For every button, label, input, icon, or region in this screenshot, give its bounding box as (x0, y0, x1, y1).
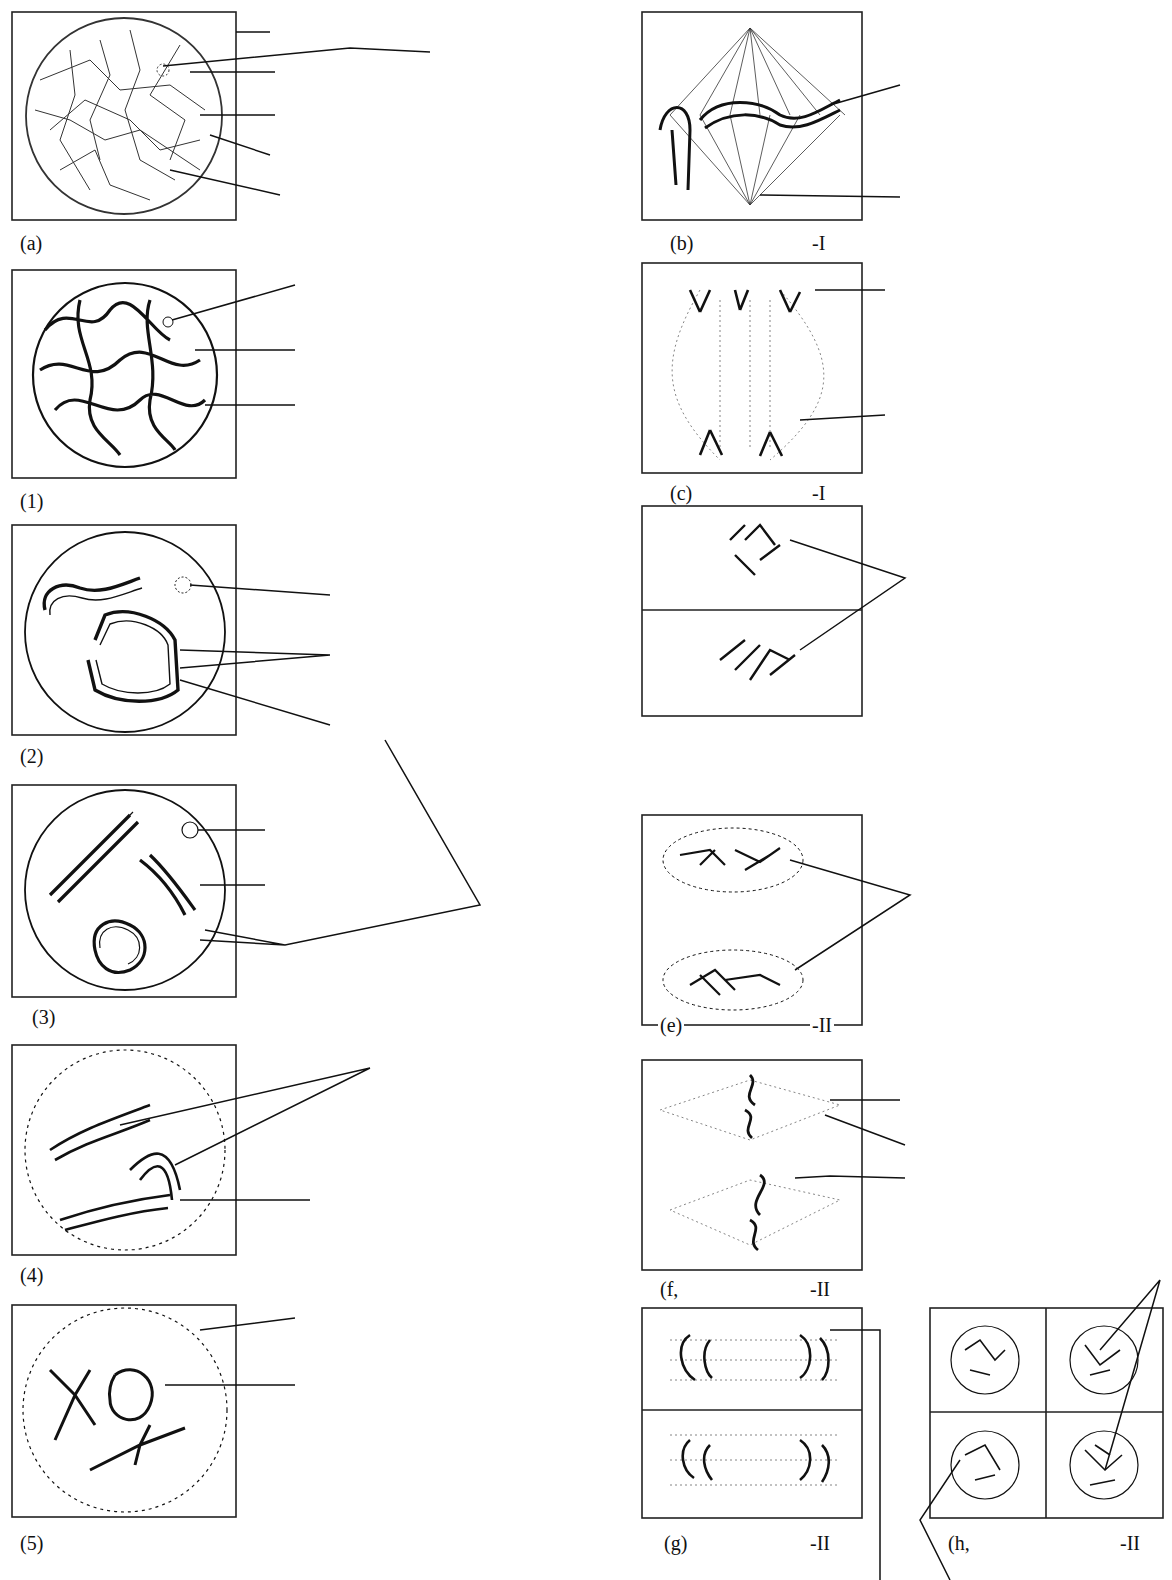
cell-division-line (642, 609, 862, 611)
metaphase-ii-spindles (660, 1075, 840, 1250)
panel-frame (12, 270, 236, 478)
cell-division-line (642, 1409, 862, 1411)
panel-frame (12, 785, 236, 997)
leader-lines (120, 32, 1160, 1580)
pairing-chromosomes (25, 532, 225, 732)
panel-frame (642, 12, 862, 220)
stage-caption: -II (810, 1014, 834, 1036)
chromosome-threads (33, 283, 217, 467)
stage-caption: -II (808, 1532, 832, 1554)
stage-caption: (4) (18, 1264, 45, 1286)
bivalent-chromosomes (25, 790, 225, 990)
stage-caption: (5) (18, 1532, 45, 1554)
panel-frame (642, 506, 862, 716)
diplotene-chromosomes (25, 1050, 225, 1250)
panel-frame (930, 1308, 1163, 1518)
stage-caption: (3) (30, 1006, 57, 1028)
stage-caption: (c) (668, 482, 694, 504)
stage-caption: -II (808, 1278, 832, 1300)
panel-frame (642, 1308, 862, 1518)
stage-caption: (a) (18, 232, 44, 254)
stage-caption: (h, (946, 1532, 972, 1554)
diakinesis-chromosomes (23, 1308, 227, 1512)
cell-division-line (1045, 1308, 1047, 1518)
panel-frame (642, 263, 862, 473)
panel-frame (12, 525, 236, 735)
stage-caption: (b) (668, 232, 695, 254)
panel-frame (12, 1045, 236, 1255)
anaphase-chromosomes (672, 290, 824, 460)
panel-frame (642, 815, 862, 1025)
cell-division-line (930, 1411, 1163, 1413)
prophase-ii-nuclei (663, 828, 803, 1010)
panel-frame (12, 1305, 236, 1517)
stage-caption: (g) (662, 1532, 689, 1554)
stage-caption: (e) (658, 1014, 684, 1036)
anaphase-ii-chromatids (670, 1335, 840, 1485)
stage-caption: (2) (18, 745, 45, 767)
metaphase-spindle (660, 28, 845, 205)
stage-caption: (1) (18, 490, 45, 512)
stage-caption: -I (810, 482, 827, 504)
telophase-chromosomes (720, 525, 795, 680)
panel-frame (12, 12, 236, 220)
stage-caption: (f, (658, 1278, 680, 1300)
stage-caption: -I (810, 232, 827, 254)
panel-frame (642, 1060, 862, 1270)
nucleus-leptotene (26, 18, 222, 214)
stage-caption: -II (1118, 1532, 1142, 1554)
tetrad-nuclei (951, 1326, 1138, 1499)
